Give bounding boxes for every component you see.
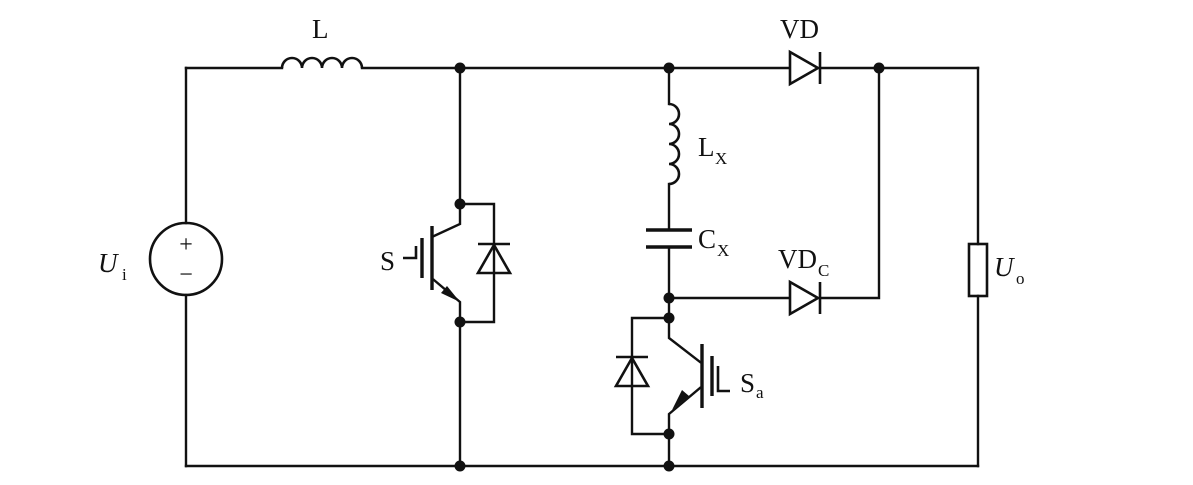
wire-switch-collector	[432, 202, 462, 238]
inductor-l: L	[280, 14, 364, 69]
main-antiparallel-diode	[475, 242, 513, 275]
inductor-l-label: L	[312, 14, 329, 44]
capacitor-cx: C X	[646, 224, 729, 260]
wire-aux-diode-loop	[630, 316, 671, 436]
main-switch-s: S	[380, 226, 460, 302]
junction-dot	[663, 428, 675, 440]
wire-main-diode-loop	[458, 202, 496, 324]
capacitor-cx-label: C	[698, 224, 716, 254]
output-load-resistor	[967, 242, 989, 298]
inductor-l-coil	[280, 56, 364, 69]
diode-vdc-label-sub: C	[818, 261, 829, 280]
wires	[184, 66, 980, 468]
voltage-source-label: U	[98, 248, 119, 278]
diode-vd-triangle	[788, 49, 821, 87]
diode-vdc-label: VD	[778, 244, 817, 274]
output-load-uo: U o	[967, 242, 1025, 298]
junction-dot	[454, 62, 466, 74]
main-switch-gate-lead	[403, 246, 418, 260]
voltage-source-ui: + − U i	[98, 221, 224, 297]
output-load-label-sub: o	[1016, 269, 1025, 288]
voltage-source-label-sub: i	[122, 265, 127, 284]
junction-dot	[454, 198, 466, 210]
aux-antiparallel-diode	[613, 355, 651, 388]
inductor-lx-coil	[668, 102, 681, 186]
inductor-lx-label: L	[698, 132, 715, 162]
junction-dot	[454, 460, 466, 472]
junction-dot	[663, 312, 675, 324]
junction-dot	[663, 62, 675, 74]
aux-switch-label: S	[740, 368, 755, 398]
aux-switch-gate-lead	[716, 366, 730, 393]
wire-aux-switch-collector	[667, 316, 702, 364]
junction-dot	[873, 62, 885, 74]
wire-aux-switch-emitter	[667, 386, 702, 436]
main-switch-label: S	[380, 246, 395, 276]
output-load-label: U	[994, 252, 1015, 282]
main-switch-emitter-arrow	[441, 286, 460, 302]
voltage-source-circle	[148, 221, 224, 297]
aux-switch-label-sub: a	[756, 383, 764, 402]
wire-aux-clamp-right	[820, 66, 881, 300]
diode-vd: VD	[780, 14, 822, 87]
capacitor-cx-label-sub: X	[717, 241, 729, 260]
diode-vd-label: VD	[780, 14, 819, 44]
aux-switch-sa: S a	[672, 344, 764, 410]
main-diode-triangle	[475, 242, 513, 275]
inductor-lx-label-sub: X	[715, 149, 727, 168]
diode-vdc: VD C	[778, 244, 829, 317]
voltage-source-minus: −	[179, 262, 193, 288]
junction-dot	[663, 292, 675, 304]
diode-vdc-triangle	[788, 279, 821, 317]
junction-dot	[454, 316, 466, 328]
inductor-lx: L X	[668, 102, 727, 186]
aux-switch-emitter-arrow	[672, 390, 689, 410]
voltage-source-plus: +	[179, 232, 193, 258]
junction-dot	[663, 460, 675, 472]
junction-dots	[454, 62, 885, 472]
aux-diode-triangle	[613, 355, 651, 388]
